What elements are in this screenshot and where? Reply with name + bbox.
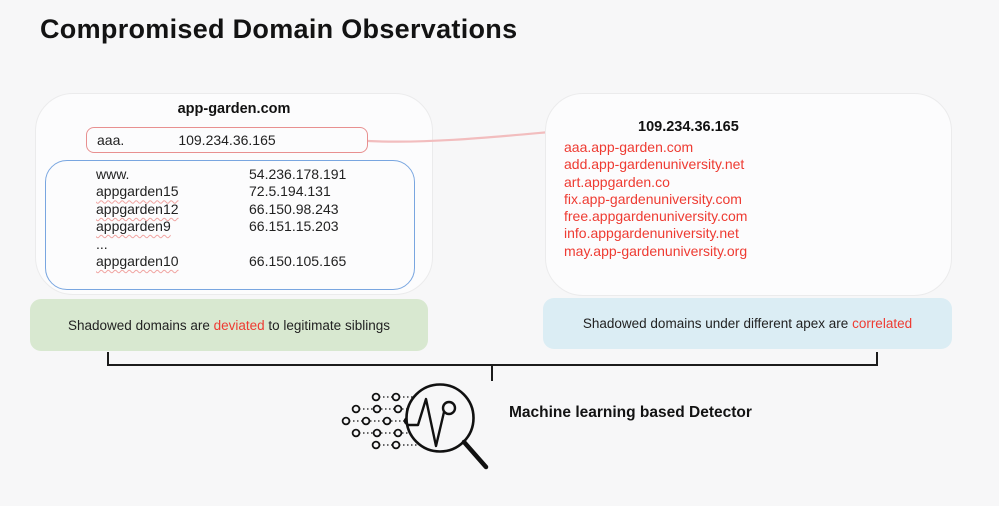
left-caption: Shadowed domains are deviated to legitim… bbox=[30, 299, 428, 351]
bracket-left-line bbox=[107, 352, 109, 366]
apex-domain-title: app-garden.com bbox=[177, 101, 291, 117]
sibling-subdomain: appgarden9 bbox=[96, 218, 171, 235]
sibling-subdomain: appgarden10 bbox=[96, 253, 179, 270]
caption-text: Shadowed domains are bbox=[68, 317, 214, 333]
table-row: appgarden10 66.150.105.165 bbox=[96, 253, 414, 270]
bracket-center-tick bbox=[491, 366, 493, 381]
sibling-subdomain: appgarden15 bbox=[96, 183, 179, 200]
sibling-ip: 66.150.98.243 bbox=[249, 200, 339, 217]
list-item: fix.app-gardenuniversity.com bbox=[564, 190, 742, 207]
list-item: may.app-gardenuniversity.org bbox=[564, 242, 748, 259]
caption-text: to legitimate siblings bbox=[264, 317, 390, 333]
caption-highlight: correlated bbox=[852, 316, 913, 331]
shadowed-record-subdomain: aaa. bbox=[97, 132, 125, 148]
detector-label: Machine learning based Detector bbox=[509, 404, 752, 421]
shadowed-record-row: 109.234.36.165 aaa. bbox=[86, 127, 368, 153]
legitimate-siblings-box: www. 54.236.178.191 appgarden15 72.5.194… bbox=[45, 160, 415, 290]
right-caption: Shadowed domains under different apex ar… bbox=[543, 298, 952, 349]
sibling-ip: 72.5.194.131 bbox=[249, 183, 331, 200]
bracket-right-line bbox=[876, 352, 878, 366]
sibling-subdomain: www. bbox=[96, 166, 130, 182]
page-title: Compromised Domain Observations bbox=[40, 14, 518, 44]
sibling-subdomain: appgarden12 bbox=[96, 200, 179, 217]
ml-magnifier-icon bbox=[341, 383, 489, 470]
table-row: appgarden9 66.151.15.203 bbox=[96, 218, 414, 235]
list-item: aaa.app-garden.com bbox=[564, 139, 694, 155]
correlated-ip-header: 109.234.36.165 bbox=[638, 119, 739, 135]
ellipsis-row: ... bbox=[96, 235, 108, 252]
correlated-domain-list: aaa.app-garden.com add.app-gardenunivers… bbox=[564, 139, 747, 260]
sibling-ip: 66.150.105.165 bbox=[249, 253, 347, 270]
right-panel-correlated-domains bbox=[545, 93, 952, 296]
caption-text: Shadowed domains under different apex ar… bbox=[582, 316, 853, 331]
sibling-ip: 66.151.15.203 bbox=[249, 218, 339, 235]
list-item: free.appgardenuniversity.com bbox=[564, 208, 748, 225]
list-item: add.app-gardenuniversity.net bbox=[564, 156, 745, 173]
table-row: ... bbox=[96, 236, 414, 253]
list-item: info.appgardenuniversity.net bbox=[564, 225, 739, 242]
list-item: art.appgarden.co bbox=[564, 173, 670, 190]
table-row: appgarden15 72.5.194.131 bbox=[96, 183, 414, 200]
sibling-ip: 54.236.178.191 bbox=[249, 166, 347, 182]
shadowed-record-ip: 109.234.36.165 bbox=[178, 132, 276, 148]
table-row: appgarden12 66.150.98.243 bbox=[96, 201, 414, 218]
caption-highlight: deviated bbox=[213, 317, 265, 333]
table-row: www. 54.236.178.191 bbox=[96, 166, 414, 183]
bracket-horizontal-line bbox=[107, 364, 878, 366]
